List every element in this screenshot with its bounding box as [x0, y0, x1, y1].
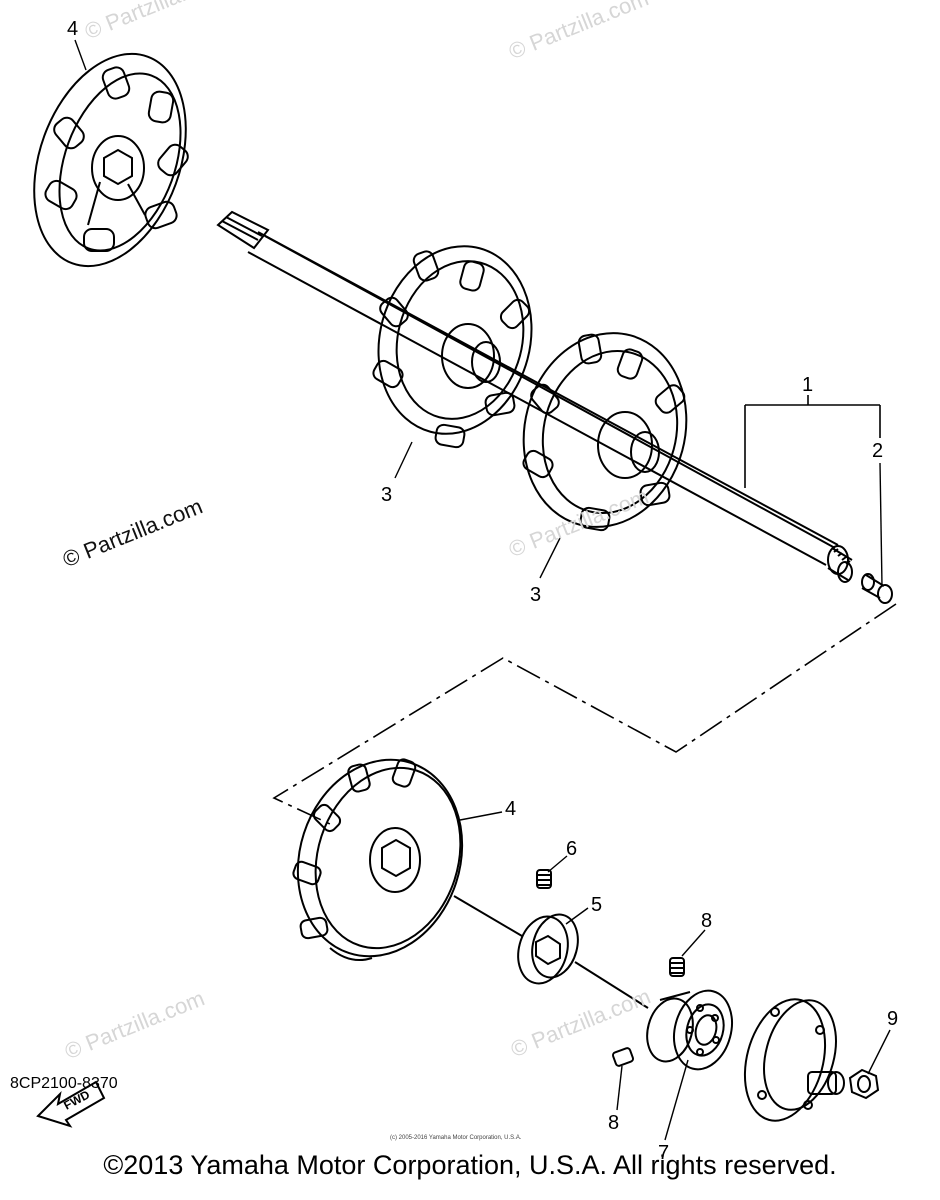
diagram-part-code: 8CP2100-8370: [10, 1075, 118, 1092]
nut-part-9: [848, 1068, 880, 1100]
callout-5: 5: [591, 894, 603, 916]
callout-4-bottom: 4: [505, 798, 517, 820]
section-dashed-line: [272, 603, 897, 825]
sprocket-middle-a: [372, 245, 533, 449]
callout-1: 1: [802, 374, 814, 396]
callout-9: 9: [887, 1008, 899, 1030]
callout-8-upper: 8: [701, 910, 713, 932]
plug-part-2: [861, 573, 893, 604]
callout-2: 2: [872, 440, 884, 462]
copyright-footer: ©2013 Yamaha Motor Corporation, U.S.A. A…: [103, 1150, 837, 1180]
callout-3-left: 3: [381, 484, 393, 506]
callout-6: 6: [566, 838, 578, 860]
callout-4-top: 4: [67, 18, 79, 40]
callout-8-lower: 8: [608, 1112, 620, 1134]
callout-3-right: 3: [530, 584, 542, 606]
drive-shaft: [216, 210, 853, 583]
sprocket-top-left: [33, 52, 189, 268]
collar-part-5: [453, 895, 649, 1009]
callout-bracket-1: [744, 395, 881, 488]
hub-flange: [743, 998, 845, 1122]
sprocket-bottom: [292, 758, 464, 961]
callout-7: 7: [658, 1142, 670, 1164]
small-copyright-notice: (c) 2005-2016 Yamaha Motor Corporation, …: [390, 1135, 522, 1141]
fwd-arrow-icon: [36, 1080, 106, 1128]
set-screws: [536, 869, 685, 1067]
bearing-part-7: [646, 989, 733, 1071]
sprocket-middle-b: [522, 332, 688, 532]
leader-lines: [74, 39, 891, 1141]
